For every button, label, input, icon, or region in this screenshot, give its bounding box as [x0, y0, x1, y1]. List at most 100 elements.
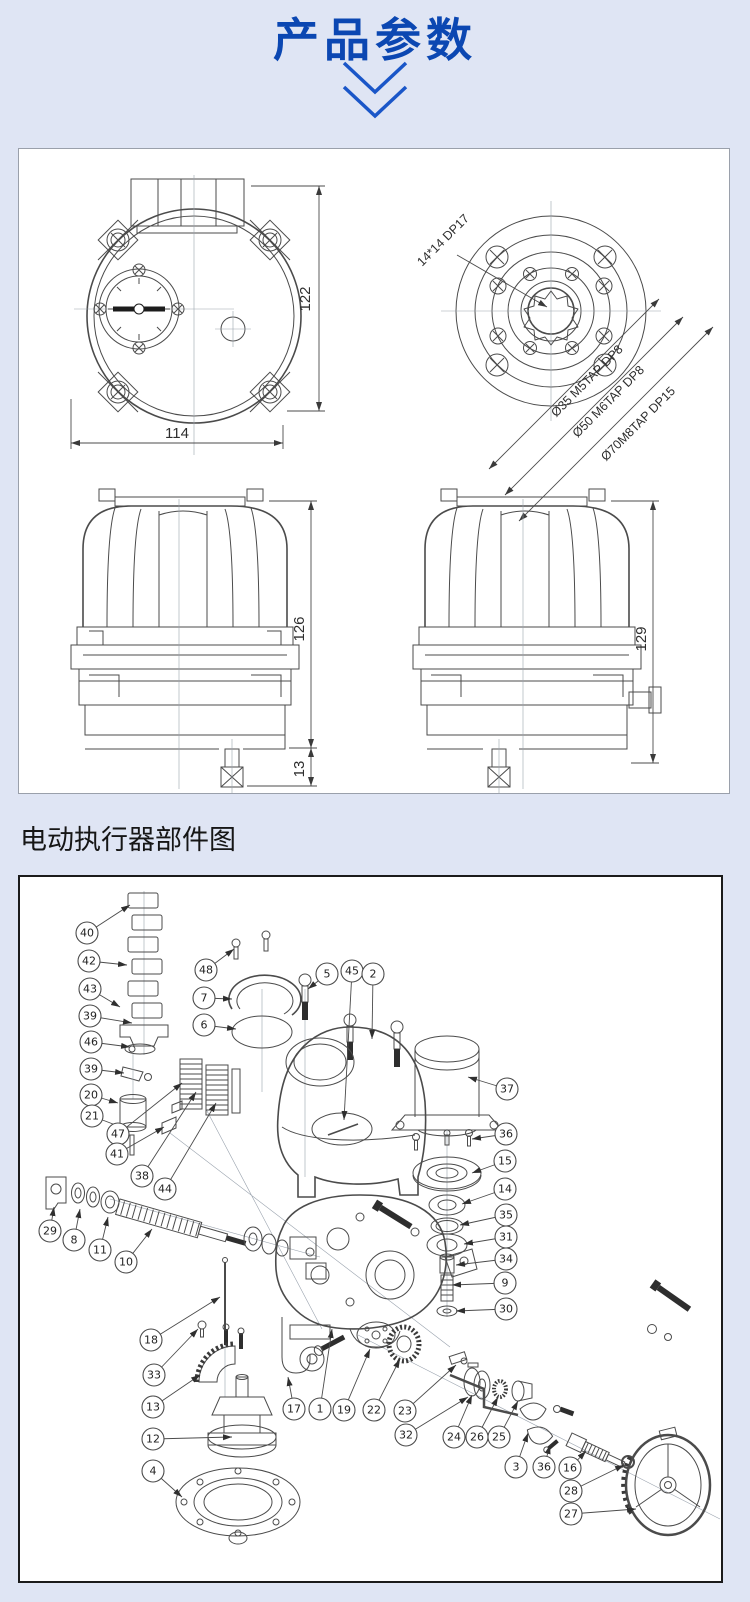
- side-view-a-drawing: 126 13: [70, 488, 317, 795]
- svg-text:20: 20: [84, 1089, 98, 1102]
- svg-text:129: 129: [633, 626, 650, 651]
- part-callout-39: 39: [78, 1004, 133, 1028]
- svg-text:13: 13: [146, 1401, 160, 1414]
- svg-text:12: 12: [146, 1433, 160, 1446]
- part-callout-29: 29: [38, 1206, 62, 1243]
- part-callout-48: 48: [194, 948, 235, 982]
- capacitor-part: [119, 1094, 147, 1156]
- cover-part: [276, 1026, 427, 1198]
- part-callout-20: 20: [79, 1083, 119, 1107]
- part-callout-7: 7: [192, 986, 233, 1010]
- terminal-blocks-part: [161, 1058, 241, 1135]
- svg-text:6: 6: [201, 1019, 208, 1032]
- motor-part: [390, 1035, 504, 1137]
- part-callout-19: 19: [332, 1348, 371, 1422]
- svg-text:46: 46: [84, 1036, 98, 1049]
- svg-text:19: 19: [337, 1404, 351, 1417]
- svg-text:4: 4: [150, 1465, 157, 1478]
- svg-text:Ø35 M5TAP DP8: Ø35 M5TAP DP8: [548, 342, 625, 419]
- part-callout-35: 35: [459, 1203, 518, 1227]
- side-view-b-drawing: 129: [412, 488, 662, 795]
- part-callout-17: 17: [282, 1376, 306, 1421]
- flange-dim-labels: 14*14 DP17 Ø35 M5TAP DP8 Ø50 M6TAP DP8 Ø…: [414, 211, 714, 522]
- housing-part: [274, 1194, 478, 1348]
- part-callout-11: 11: [88, 1216, 112, 1262]
- part-callout-18: 18: [139, 1296, 221, 1352]
- svg-text:39: 39: [84, 1063, 98, 1076]
- sector-gear-parts: [194, 1257, 245, 1383]
- dim-122: 122: [251, 185, 325, 412]
- parts-diagram-title: 电动执行器部件图: [20, 825, 236, 855]
- part-callout-5: 5: [307, 962, 339, 990]
- svg-text:32: 32: [399, 1429, 413, 1442]
- svg-text:33: 33: [147, 1369, 161, 1382]
- housing-bolts: [371, 1199, 692, 1341]
- svg-text:36: 36: [499, 1128, 513, 1141]
- svg-text:13: 13: [291, 761, 308, 778]
- dim-126: 126: [269, 500, 317, 749]
- part-callout-33: 33: [142, 1328, 199, 1387]
- part-callout-36: 36: [471, 1122, 518, 1146]
- svg-text:39: 39: [83, 1010, 97, 1023]
- svg-text:14: 14: [498, 1183, 512, 1196]
- svg-text:34: 34: [499, 1253, 513, 1266]
- position-indicator-dial: [93, 263, 185, 355]
- part-callout-14: 14: [461, 1177, 517, 1205]
- lever-parts: [120, 1043, 156, 1099]
- dim-129: 129: [611, 500, 659, 764]
- svg-text:17: 17: [287, 1403, 301, 1416]
- part-callout-9: 9: [451, 1271, 517, 1295]
- page-title: 产品参数: [273, 14, 477, 66]
- part-callout-45: 45: [340, 959, 364, 1121]
- svg-text:23: 23: [398, 1405, 412, 1418]
- part-callout-37: 37: [467, 1076, 519, 1101]
- svg-text:11: 11: [93, 1244, 107, 1257]
- part-callout-15: 15: [471, 1149, 517, 1174]
- svg-text:35: 35: [499, 1209, 513, 1222]
- part-callout-2: 2: [361, 962, 385, 1040]
- part-callout-4: 4: [141, 1459, 183, 1498]
- spec-drawing: 122 114: [70, 175, 714, 795]
- part-callout-32: 32: [394, 1396, 469, 1447]
- part-callout-39: 39: [79, 1057, 125, 1081]
- part-callout-40: 40: [75, 904, 131, 945]
- svg-text:43: 43: [83, 983, 97, 996]
- part-callout-26: 26: [465, 1396, 499, 1449]
- svg-text:16: 16: [563, 1462, 577, 1475]
- svg-text:26: 26: [470, 1431, 484, 1444]
- dim-13: 13: [247, 748, 317, 787]
- svg-text:25: 25: [492, 1431, 506, 1444]
- svg-text:40: 40: [80, 927, 94, 940]
- part-callout-12: 12: [141, 1427, 233, 1451]
- svg-text:42: 42: [82, 955, 96, 968]
- svg-text:15: 15: [498, 1155, 512, 1168]
- cring-and-disc: [228, 974, 302, 1049]
- svg-text:22: 22: [367, 1404, 381, 1417]
- part-callout-46: 46: [79, 1030, 131, 1054]
- svg-text:24: 24: [447, 1431, 461, 1444]
- part-callout-25: 25: [487, 1400, 519, 1449]
- svg-text:122: 122: [297, 286, 314, 311]
- part-callout-6: 6: [192, 1013, 237, 1037]
- svg-text:21: 21: [85, 1110, 99, 1123]
- svg-text:114: 114: [165, 425, 189, 442]
- part-callout-16: 16: [558, 1450, 587, 1480]
- part-callout-41: 41: [105, 1126, 165, 1166]
- part-callout-27: 27: [559, 1502, 637, 1526]
- part-callout-24: 24: [442, 1394, 473, 1449]
- exploded-parts-drawing: 4042433946392021474138444876545237361514…: [38, 891, 721, 1545]
- svg-text:41: 41: [110, 1148, 124, 1161]
- part-callout-43: 43: [78, 977, 121, 1008]
- part-callout-36: 36: [532, 1444, 556, 1479]
- part-callout-10: 10: [114, 1228, 153, 1274]
- svg-text:27: 27: [564, 1508, 578, 1521]
- part-callout-23: 23: [393, 1364, 457, 1423]
- flange-view-drawing: 14*14 DP17 Ø35 M5TAP DP8 Ø50 M6TAP DP8 Ø…: [414, 201, 714, 522]
- svg-text:14*14 DP17: 14*14 DP17: [414, 211, 472, 269]
- handwheel-part: [621, 1426, 712, 1537]
- svg-text:30: 30: [499, 1303, 513, 1316]
- part-callout-8: 8: [62, 1208, 86, 1252]
- svg-text:47: 47: [111, 1128, 125, 1141]
- part-callout-30: 30: [455, 1297, 518, 1321]
